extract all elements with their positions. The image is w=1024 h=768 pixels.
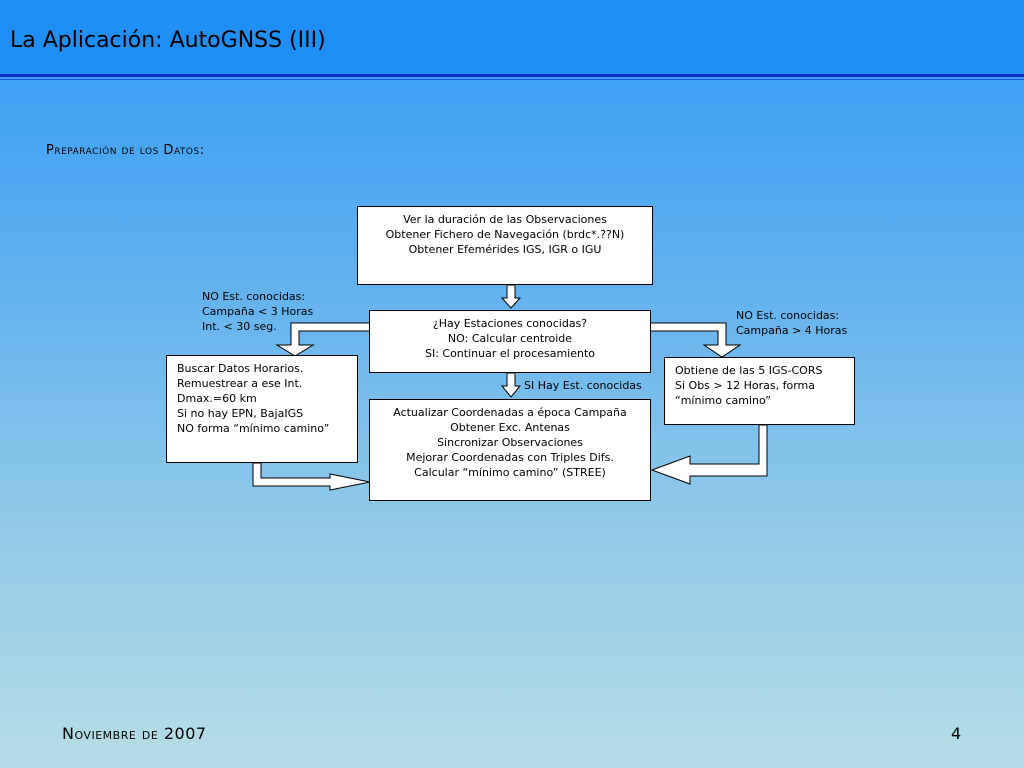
box-text-line: Remuestrear a ese Int.	[177, 377, 303, 390]
box-hourly-data: Buscar Datos Horarios. Remuestrear a ese…	[166, 355, 358, 463]
box-text-line: Si Obs > 12 Horas, forma	[675, 379, 815, 392]
label-no-known-long: NO Est. conocidas: Campaña > 4 Horas	[736, 308, 847, 338]
box-text-line: “mínimo camino”	[675, 394, 772, 407]
label-text-line: Campaña > 4 Horas	[736, 324, 848, 337]
box-text-line: Obtener Fichero de Navegación (brdc*.??N…	[385, 228, 625, 241]
slide-header	[0, 0, 1024, 74]
box-text-line: Obtener Exc. Antenas	[450, 421, 570, 434]
arrow-right-to-bottom	[650, 424, 768, 485]
box-text-line: Mejorar Coordenadas con Triples Difs.	[406, 451, 614, 464]
box-text-line: NO forma “mínimo camino”	[177, 422, 330, 435]
header-divider	[0, 74, 1024, 77]
box-text-line: Si no hay EPN, BajaIGS	[177, 407, 304, 420]
box-text-line: Calcular “mínimo camino” (STREE)	[414, 466, 606, 479]
box-known-stations: ¿Hay Estaciones conocidas? NO: Calcular …	[369, 310, 651, 373]
arrow-top-to-middle	[500, 284, 522, 309]
box-text-line: NO: Calcular centroide	[447, 332, 573, 345]
box-check-duration: Ver la duración de las Observaciones Obt…	[357, 206, 653, 285]
box-text-line: Dmax.=60 km	[177, 392, 257, 405]
box-text-line: Sincronizar Observaciones	[437, 436, 583, 449]
footer-date: Noviembre de 2007	[62, 724, 207, 743]
box-update-coordinates: Actualizar Coordenadas a época Campaña O…	[369, 399, 651, 501]
box-igs-cors: Obtiene de las 5 IGS-CORS Si Obs > 12 Ho…	[664, 357, 855, 425]
label-yes-known: SI Hay Est. conocidas	[524, 379, 642, 392]
section-subtitle: Preparación de los Datos:	[46, 143, 205, 158]
label-text-line: Campaña < 3 Horas	[202, 305, 314, 318]
label-no-known-short: NO Est. conocidas: Campaña < 3 Horas Int…	[202, 289, 313, 334]
box-text-line: Obtiene de las 5 IGS-CORS	[675, 364, 823, 377]
arrow-left-to-bottom	[252, 462, 371, 491]
label-text-line: NO Est. conocidas:	[202, 290, 306, 303]
header-divider-thin	[0, 79, 1024, 80]
page-number: 4	[951, 724, 962, 743]
box-text-line: ¿Hay Estaciones conocidas?	[432, 317, 588, 330]
arrow-middle-to-bottom	[500, 372, 522, 398]
arrow-middle-to-left	[275, 322, 371, 357]
box-text-line: SI: Continuar el procesamiento	[424, 347, 596, 360]
box-text-line: Ver la duración de las Observaciones	[403, 213, 607, 226]
box-text-line: Actualizar Coordenadas a época Campaña	[393, 406, 627, 419]
label-text-line: Int. < 30 seg.	[202, 320, 277, 333]
box-text-line: Buscar Datos Horarios.	[177, 362, 304, 375]
arrow-middle-to-right	[649, 322, 742, 358]
box-text-line: Obtener Efemérides IGS, IGR o IGU	[408, 243, 602, 256]
label-text-line: NO Est. conocidas:	[736, 309, 840, 322]
slide-title: La Aplicación: AutoGNSS (III)	[10, 28, 326, 53]
